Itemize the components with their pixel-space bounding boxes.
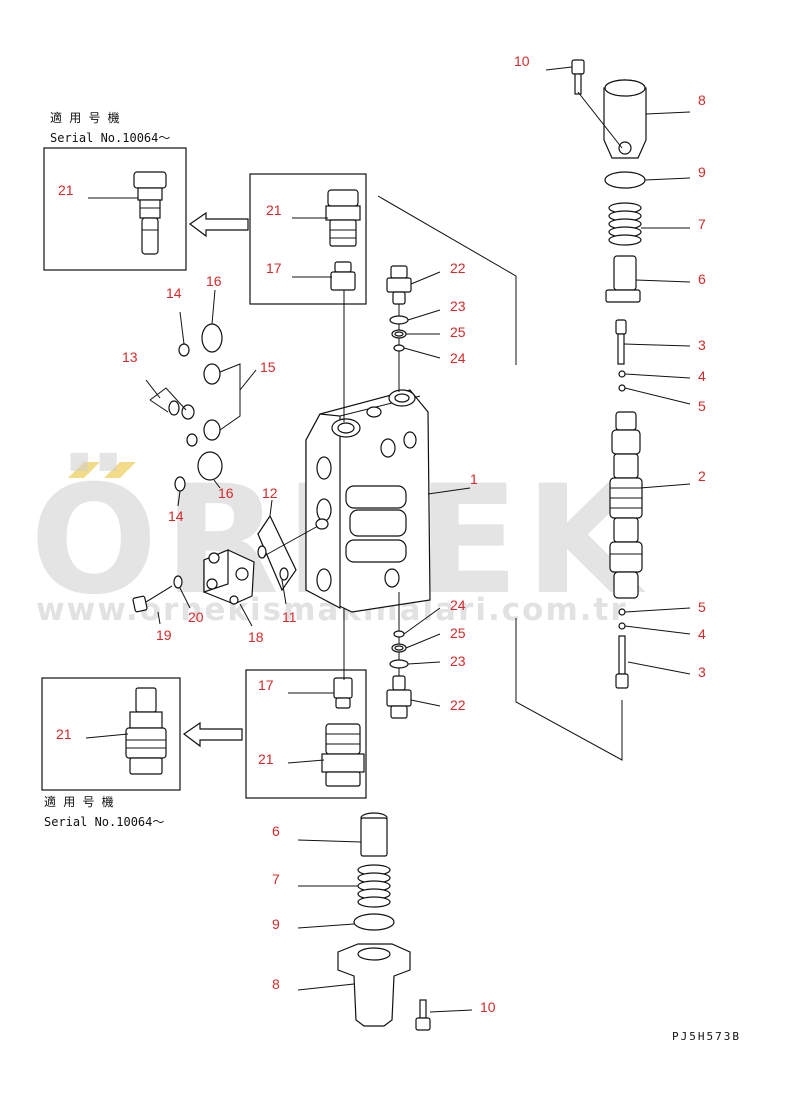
callout-4: 4 — [698, 626, 706, 642]
side-cover-assembly — [132, 499, 329, 627]
note-applicable-top: 適 用 号 機 — [50, 110, 120, 125]
plug-stack-top — [386, 265, 441, 359]
callout-16: 16 — [206, 273, 222, 289]
relief-valve-21-bottom-left — [125, 687, 167, 775]
callout-23: 23 — [450, 298, 466, 314]
spool-2 — [609, 411, 643, 599]
callout-18: 18 — [248, 629, 264, 645]
callout-labels: 10 8 9 7 6 3 4 5 2 5 4 3 22 23 25 24 1 2… — [56, 53, 706, 1015]
right-spool-stack — [545, 59, 691, 689]
bottom-stack — [297, 812, 473, 1031]
spring-7-bottom — [357, 864, 391, 908]
callout-3: 3 — [698, 337, 706, 353]
valve-body-1 — [305, 389, 431, 613]
callout-21: 21 — [258, 751, 274, 767]
inset-bottom-center — [245, 669, 367, 799]
callout-9: 9 — [698, 164, 706, 180]
arrow-left-icon — [188, 211, 249, 238]
callout-22: 22 — [450, 697, 466, 713]
drawing-code: PJ5H573B — [672, 1030, 741, 1043]
callout-5: 5 — [698, 398, 706, 414]
plug-stack-bottom — [386, 607, 441, 719]
callout-3: 3 — [698, 664, 706, 680]
callout-20: 20 — [188, 609, 204, 625]
callout-24: 24 — [450, 350, 466, 366]
callout-16: 16 — [218, 485, 234, 501]
orings-left — [145, 289, 257, 507]
spring-7-top — [608, 202, 642, 246]
callout-21: 21 — [266, 202, 282, 218]
callout-22: 22 — [450, 260, 466, 276]
inset-top-center — [249, 173, 367, 305]
callout-19: 19 — [156, 627, 172, 643]
watermark-accent-right — [104, 462, 136, 478]
callout-8: 8 — [272, 976, 280, 992]
callout-10: 10 — [480, 999, 496, 1015]
inset-top-left — [43, 147, 249, 271]
callout-6: 6 — [272, 823, 280, 839]
callout-10: 10 — [514, 53, 530, 69]
inset-bottom-left — [41, 677, 243, 791]
callout-15: 15 — [260, 359, 276, 375]
callout-8: 8 — [698, 92, 706, 108]
callout-17: 17 — [266, 260, 282, 276]
callout-11: 11 — [282, 609, 297, 625]
callout-6: 6 — [698, 271, 706, 287]
callout-9: 9 — [272, 916, 280, 932]
callout-4: 4 — [698, 368, 706, 384]
callout-25: 25 — [450, 625, 466, 641]
callout-14: 14 — [166, 285, 182, 301]
note-applicable-bottom: 適 用 号 機 — [44, 794, 114, 809]
relief-valve-21-bottom — [321, 723, 365, 787]
callout-14: 14 — [168, 508, 184, 524]
callout-12: 12 — [262, 485, 278, 501]
callout-24: 24 — [450, 597, 466, 613]
relief-valve-21-top-left — [133, 171, 167, 255]
callout-13: 13 — [122, 349, 138, 365]
watermark-accent-left — [68, 462, 100, 478]
callout-23: 23 — [450, 653, 466, 669]
note-serial-top: Serial No.10064～ — [50, 131, 170, 145]
relief-valve-21-top — [325, 189, 361, 247]
callout-21: 21 — [58, 182, 74, 198]
check-valve-17-top — [330, 261, 356, 291]
note-serial-bottom: Serial No.10064～ — [44, 815, 164, 829]
callout-2: 2 — [698, 468, 706, 484]
callout-21: 21 — [56, 726, 72, 742]
callout-1: 1 — [470, 471, 478, 487]
callout-25: 25 — [450, 324, 466, 340]
arrow-left-icon-bottom — [182, 721, 243, 748]
callout-5: 5 — [698, 599, 706, 615]
callout-7: 7 — [272, 871, 280, 887]
callout-7: 7 — [698, 216, 706, 232]
spool-assembly-bracket — [377, 195, 517, 365]
callout-17: 17 — [258, 677, 274, 693]
check-valve-17-bottom — [333, 677, 353, 709]
